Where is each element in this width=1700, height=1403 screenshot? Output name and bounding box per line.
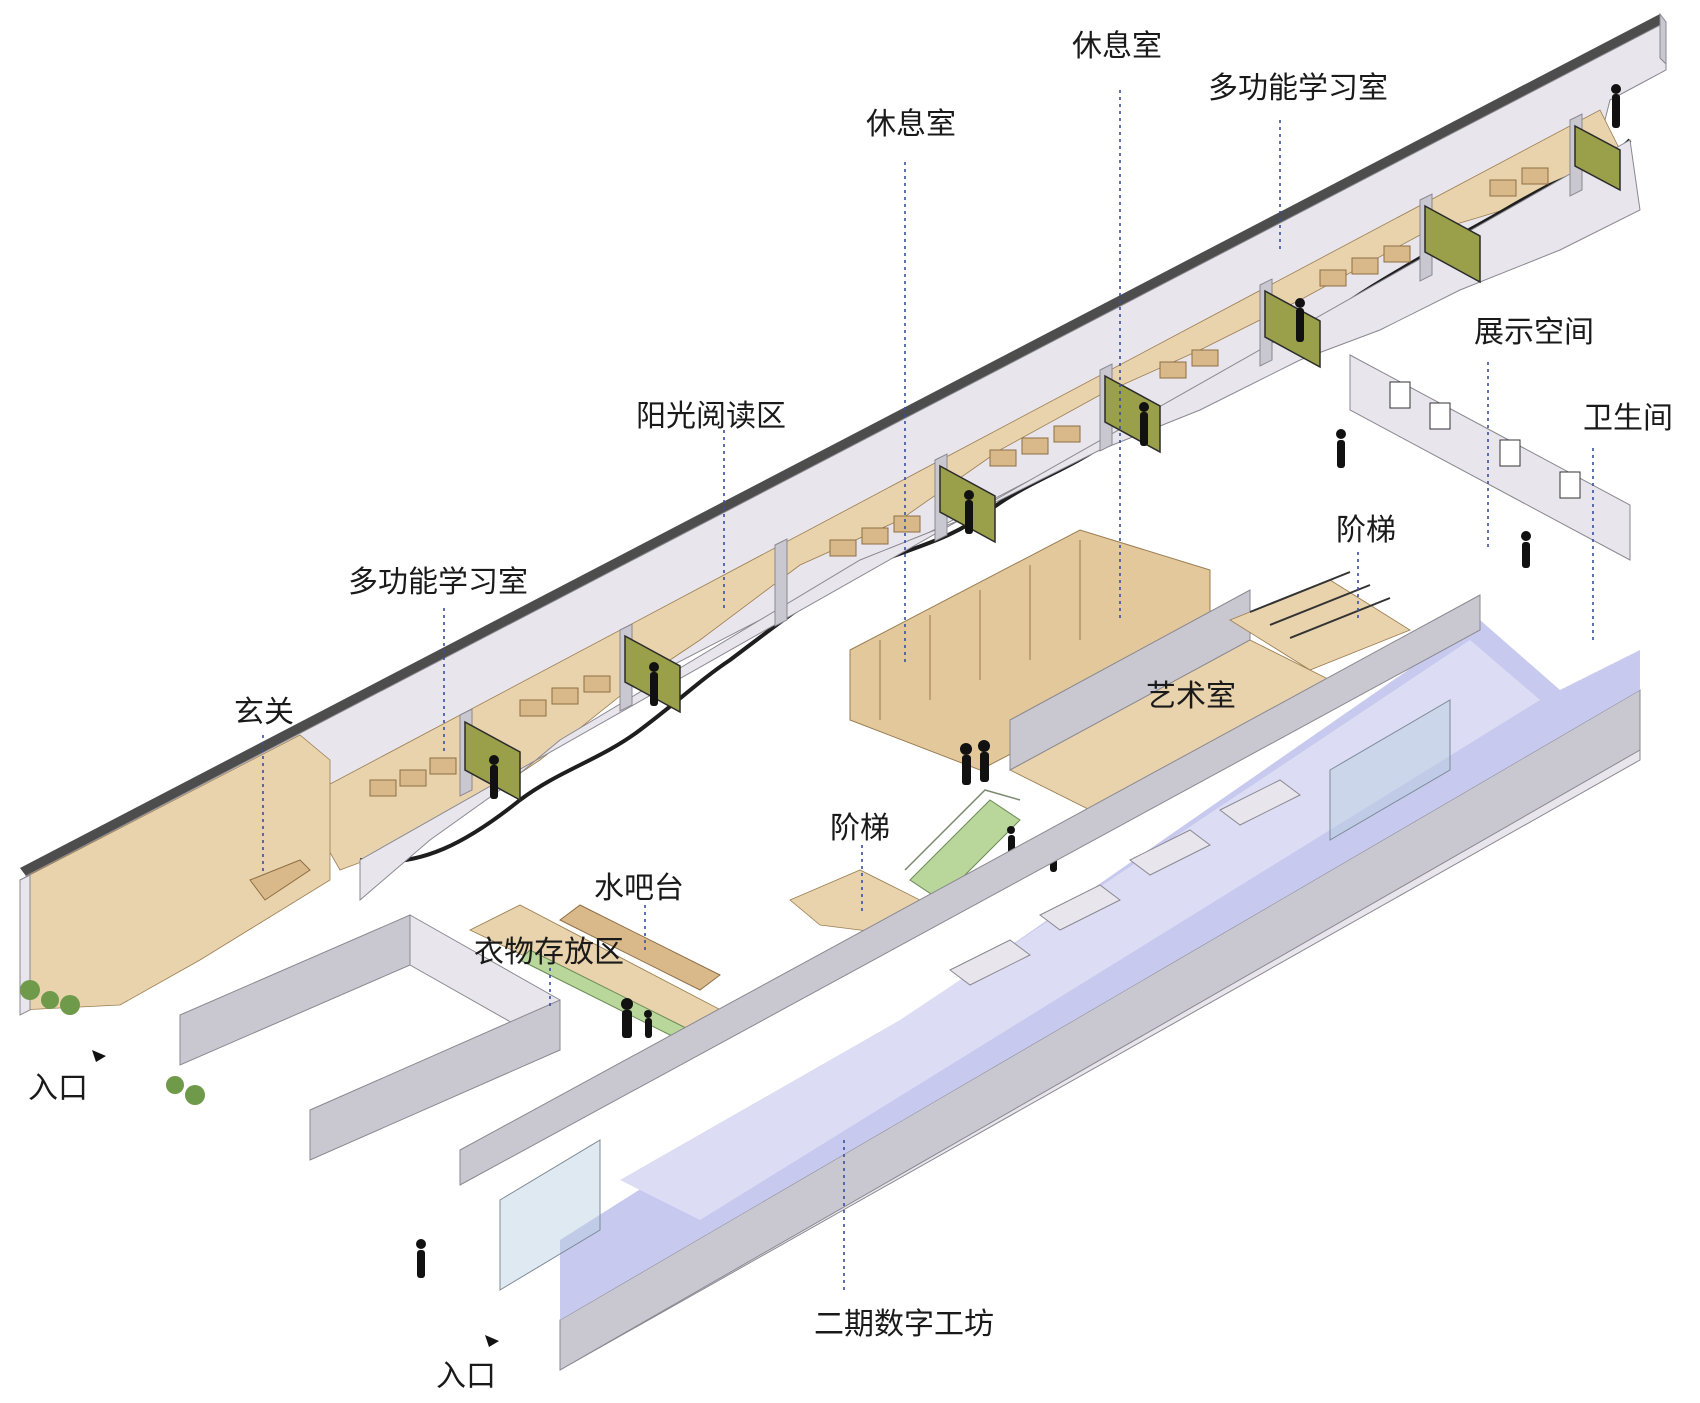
label-rest-room-top: 休息室 bbox=[1072, 29, 1162, 64]
upper-back-wall-top bbox=[20, 14, 1666, 876]
right-stairs-treads bbox=[1249, 571, 1391, 639]
entrance-bottom-arrow bbox=[485, 1335, 499, 1347]
exhibition-frames bbox=[1389, 381, 1581, 499]
entrance-left-wall bbox=[19, 874, 31, 1016]
label-rest-room-mid: 休息室 bbox=[866, 107, 956, 142]
label-entrance-hall: 玄关 bbox=[234, 695, 294, 730]
label-digital-workshop: 二期数字工坊 bbox=[814, 1307, 994, 1342]
label-exhibition-space: 展示空间 bbox=[1474, 315, 1594, 350]
art-room-back-wall bbox=[1009, 589, 1251, 771]
label-clothing-storage: 衣物存放区 bbox=[474, 935, 624, 970]
white-room-2-wall bbox=[309, 999, 561, 1161]
classroom-people bbox=[489, 84, 1621, 799]
entrance-left-arrow bbox=[92, 1050, 106, 1062]
bookshelf-dividers bbox=[879, 540, 1081, 720]
digital-workshop bbox=[416, 594, 1641, 1371]
central-stairs bbox=[909, 799, 1021, 901]
entrance-plants bbox=[20, 980, 205, 1105]
workshop-back-wall bbox=[459, 594, 1481, 1186]
classroom-desks bbox=[369, 167, 1549, 797]
label-stairs-center: 阶梯 bbox=[830, 811, 890, 846]
entrance-hall-floor bbox=[19, 734, 331, 1011]
label-restroom: 卫生间 bbox=[1583, 401, 1673, 436]
storage-people bbox=[621, 998, 652, 1038]
central-stairs-rail bbox=[904, 789, 1021, 871]
label-water-bar: 水吧台 bbox=[594, 871, 684, 906]
leader-lines bbox=[262, 90, 1594, 1290]
workshop-entry-glass bbox=[499, 1139, 601, 1291]
workshop-floor-inner bbox=[620, 640, 1540, 1220]
entrance-reception-desk bbox=[249, 859, 311, 901]
upper-end-cap bbox=[1659, 12, 1667, 66]
workshop-glass-room bbox=[1329, 699, 1451, 841]
label-art-room: 艺术室 bbox=[1146, 679, 1236, 714]
label-multi-study-room-top: 多功能学习室 bbox=[1208, 71, 1388, 106]
label-sunlight-reading-area: 阳光阅读区 bbox=[636, 399, 786, 434]
labels: 休息室 多功能学习室 休息室 展示空间 卫生间 阳光阅读区 阶梯 多功能学习室 … bbox=[28, 29, 1673, 1394]
entrance-hall-area bbox=[19, 734, 331, 1105]
label-entrance-left: 入口 bbox=[28, 1071, 88, 1106]
label-multi-study-room-left: 多功能学习室 bbox=[348, 565, 528, 600]
label-stairs-right: 阶梯 bbox=[1336, 513, 1396, 548]
workshop-benches bbox=[949, 779, 1301, 986]
label-entrance-bottom: 入口 bbox=[436, 1359, 496, 1394]
workshop-entry-person bbox=[416, 1239, 426, 1278]
water-bar-counter bbox=[559, 904, 721, 991]
upper-building bbox=[20, 12, 1667, 1001]
exhibition-wall bbox=[1349, 354, 1631, 561]
